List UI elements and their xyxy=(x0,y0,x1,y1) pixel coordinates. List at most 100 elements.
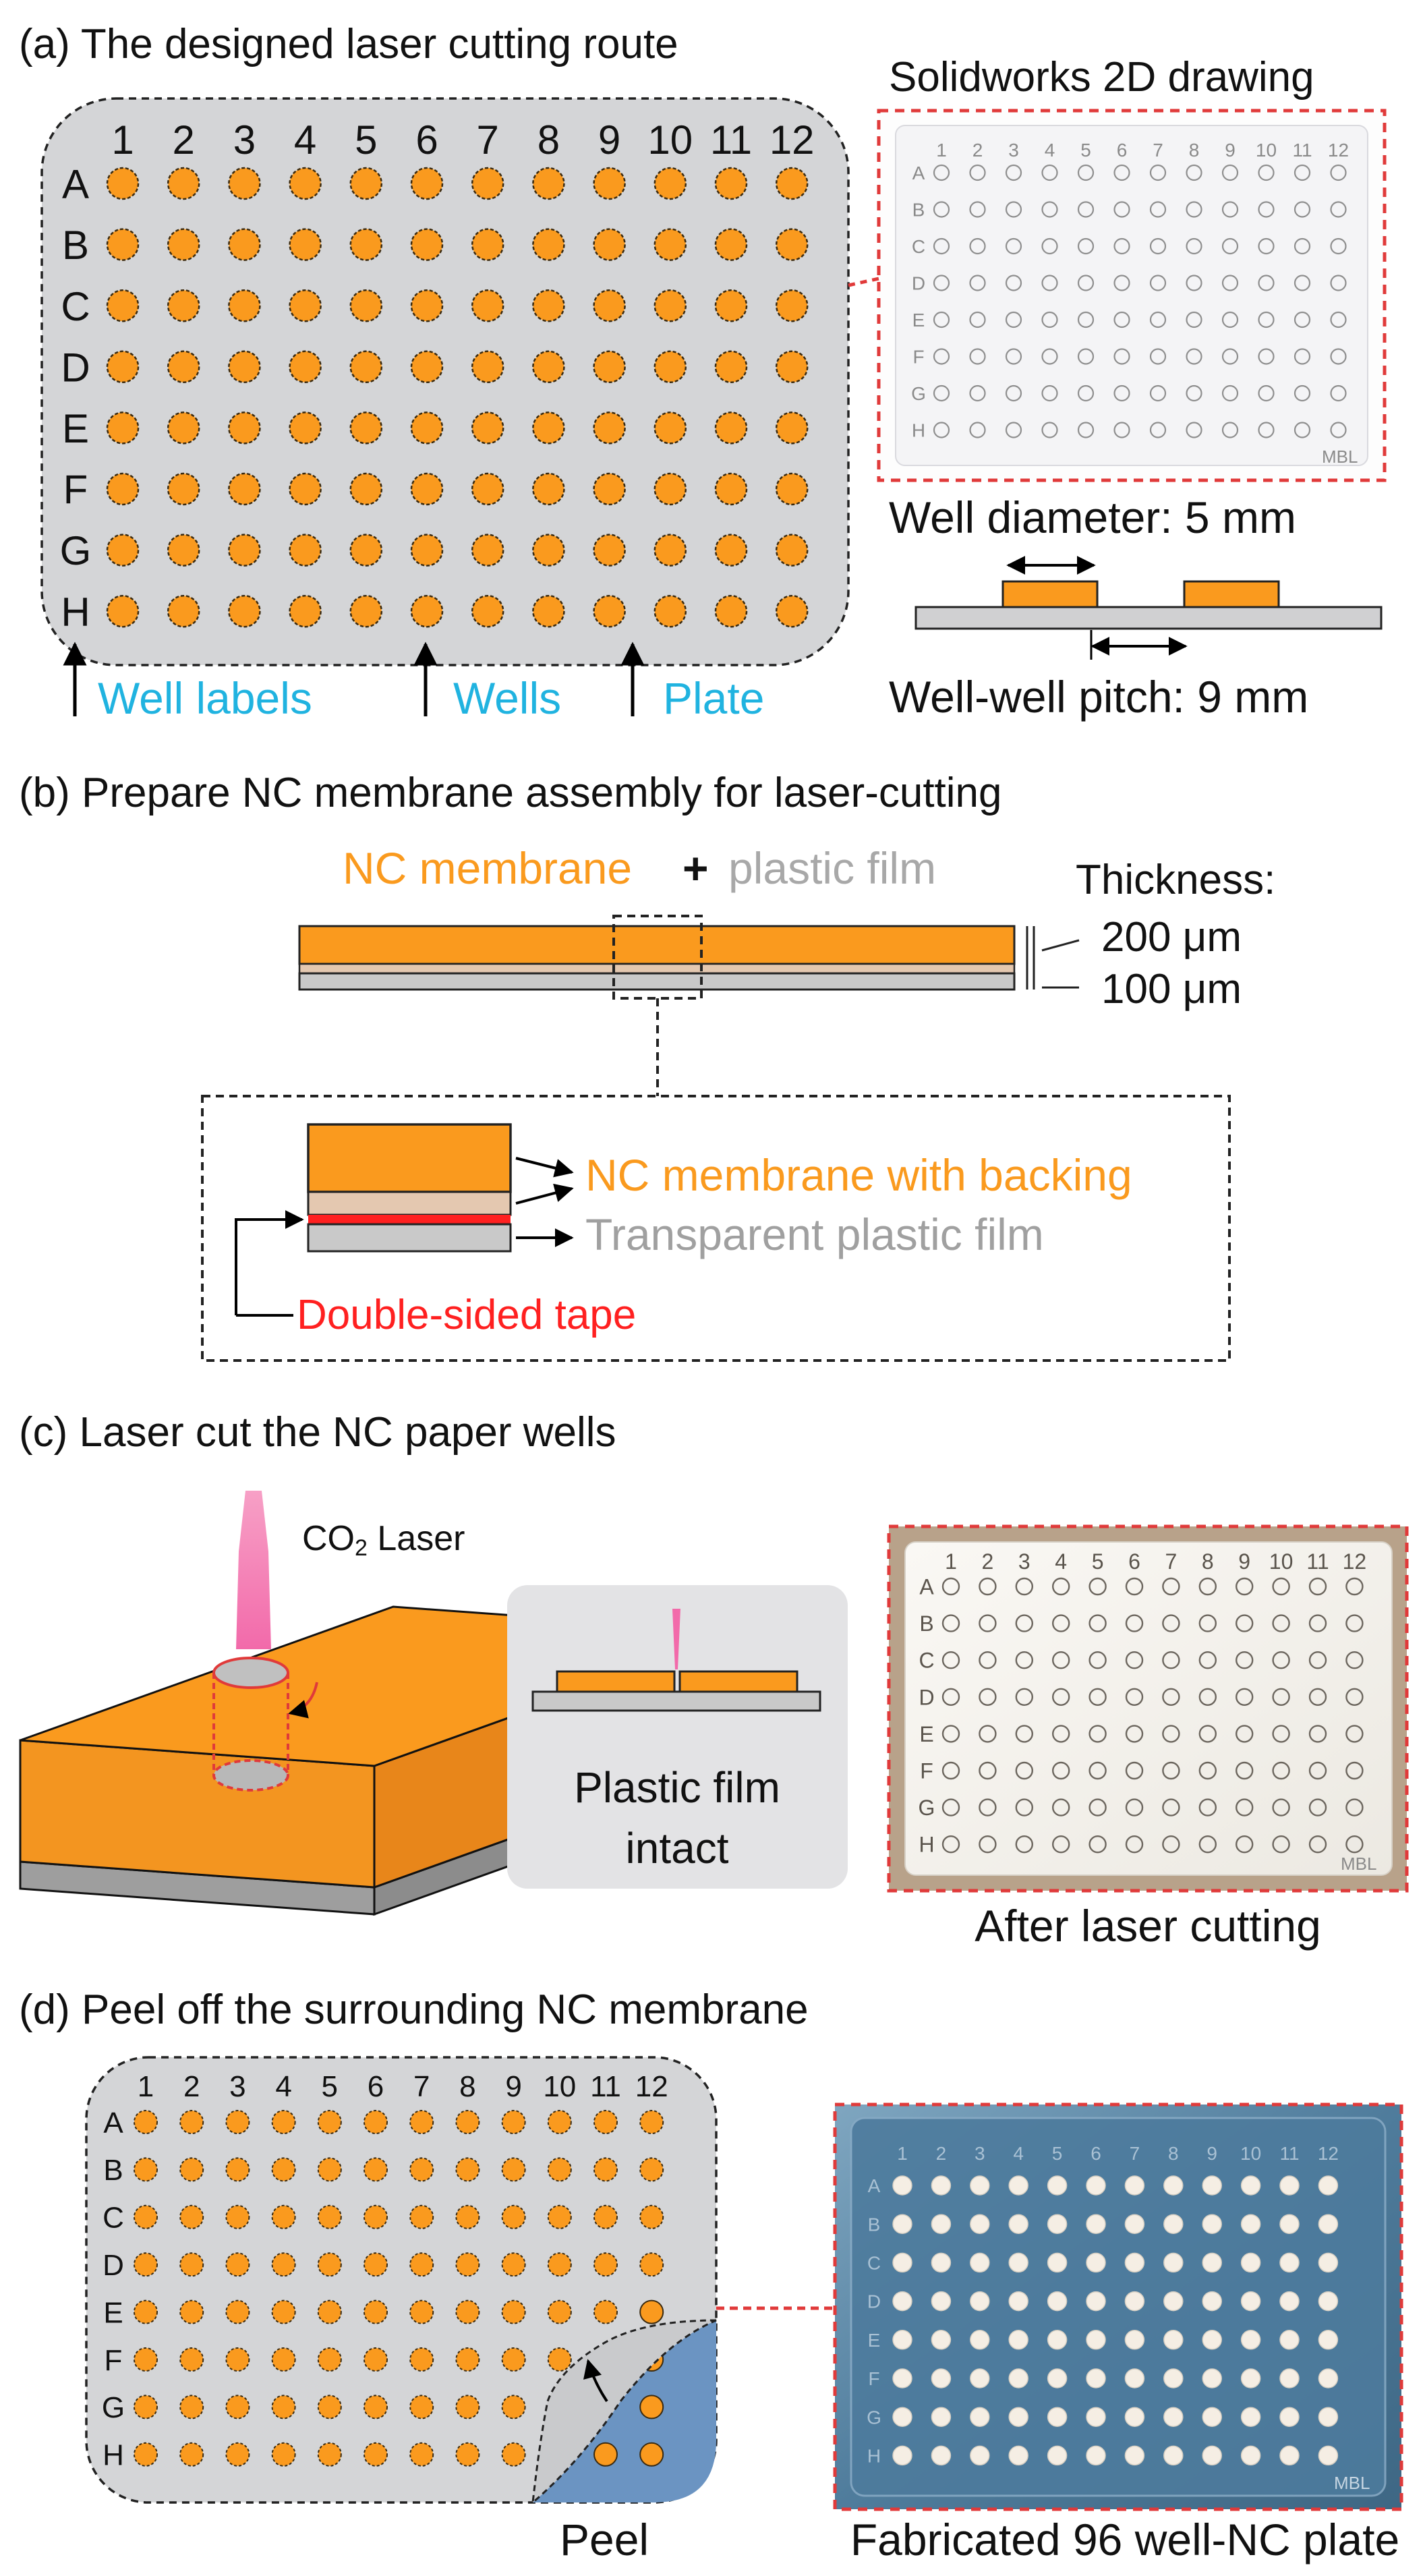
well-F2 xyxy=(979,1761,997,1780)
well-E4 xyxy=(1051,1725,1070,1743)
well-D12 xyxy=(1318,2291,1339,2312)
well-E2 xyxy=(167,411,200,445)
well-B7 xyxy=(1124,2214,1145,2234)
well-A10 xyxy=(1258,164,1275,181)
well-D9 xyxy=(1221,275,1239,291)
well-E1 xyxy=(892,2330,912,2350)
well-C9 xyxy=(501,2204,526,2229)
column-label-9: 9 xyxy=(505,2070,521,2103)
well-H7 xyxy=(1162,1835,1180,1854)
well-C6 xyxy=(1086,2252,1106,2273)
well-H6 xyxy=(410,594,444,628)
well-E9 xyxy=(593,411,626,445)
well-H1 xyxy=(106,594,140,628)
well-C11 xyxy=(714,289,748,322)
well-C7 xyxy=(1149,237,1167,255)
well-B8 xyxy=(1186,201,1202,218)
well-H3 xyxy=(1015,1835,1034,1854)
well-B3 xyxy=(1005,201,1022,218)
well-C7 xyxy=(471,289,504,322)
well-H8 xyxy=(1163,2445,1184,2466)
well-H2 xyxy=(969,422,986,438)
panel-b-title: (b) Prepare NC membrane assembly for las… xyxy=(19,770,1002,816)
well-F8 xyxy=(1198,1761,1217,1780)
well-B1 xyxy=(933,201,950,218)
well-C9 xyxy=(593,289,626,322)
column-label-10: 10 xyxy=(1240,2143,1261,2164)
row-label-H: H xyxy=(61,590,90,635)
well-E11 xyxy=(1294,311,1311,328)
column-label-9: 9 xyxy=(1238,1549,1250,1574)
well-G12 xyxy=(775,534,809,567)
well-F5 xyxy=(349,472,383,506)
well-E10 xyxy=(547,2299,572,2324)
well-F1 xyxy=(134,2347,158,2372)
well-E6 xyxy=(364,2299,388,2324)
well-H6 xyxy=(1086,2445,1106,2466)
row-label-C: C xyxy=(103,2202,124,2235)
well-A10 xyxy=(654,167,687,200)
column-label-3: 3 xyxy=(975,2143,985,2164)
well-C12 xyxy=(1330,237,1347,255)
well-B6 xyxy=(364,2157,388,2182)
well-G10 xyxy=(654,534,687,567)
column-label-8: 8 xyxy=(1202,1549,1214,1574)
well-G11 xyxy=(1294,384,1311,402)
well-exposed-G12 xyxy=(639,2395,664,2420)
well-C1 xyxy=(892,2252,912,2273)
well-D5 xyxy=(1047,2291,1068,2312)
well-A4 xyxy=(1008,2175,1028,2196)
well-F9 xyxy=(1202,2368,1222,2388)
well-F7 xyxy=(1162,1761,1180,1780)
well-E7 xyxy=(1149,311,1167,328)
well-F10 xyxy=(1258,348,1275,365)
well-H5 xyxy=(317,2442,342,2467)
column-label-9: 9 xyxy=(1225,140,1236,161)
well-G4 xyxy=(1051,1798,1070,1816)
well-H10 xyxy=(1258,422,1275,438)
well-E5 xyxy=(349,411,383,445)
well-B1 xyxy=(941,1614,960,1632)
well-F8 xyxy=(1186,348,1202,365)
column-label-1: 1 xyxy=(936,140,947,161)
column-label-7: 7 xyxy=(477,117,499,163)
row-label-G: G xyxy=(102,2391,125,2424)
top-label-film: plastic film xyxy=(728,843,936,893)
well-D1 xyxy=(106,350,140,384)
well-F10 xyxy=(1272,1761,1290,1780)
well-C9 xyxy=(1202,2252,1222,2273)
well-H9 xyxy=(593,594,626,628)
label-plate: Plate xyxy=(663,673,764,723)
well-F3 xyxy=(1005,348,1022,365)
well-E7 xyxy=(1162,1725,1180,1743)
well-F11 xyxy=(714,472,748,506)
well-A6 xyxy=(1113,164,1130,181)
well-A1 xyxy=(933,164,950,181)
well-A9 xyxy=(1202,2175,1222,2196)
column-label-6: 6 xyxy=(1128,1549,1140,1574)
well-E6 xyxy=(1113,311,1130,328)
well-F2 xyxy=(179,2347,204,2372)
well-C3 xyxy=(970,2252,990,2273)
well-D5 xyxy=(349,350,383,384)
well-B11 xyxy=(1294,201,1311,218)
well-H5 xyxy=(349,594,383,628)
well-F4 xyxy=(1008,2368,1028,2388)
column-label-6: 6 xyxy=(1091,2143,1101,2164)
well-E3 xyxy=(970,2330,990,2350)
well-D5 xyxy=(317,2252,342,2277)
well-A12 xyxy=(1318,2175,1339,2196)
well-F12 xyxy=(775,472,809,506)
well-C2 xyxy=(179,2204,204,2229)
well-A6 xyxy=(410,167,444,200)
well-G7 xyxy=(409,2395,434,2420)
well-D2 xyxy=(167,350,200,384)
well-F9 xyxy=(593,472,626,506)
row-label-B: B xyxy=(868,2214,881,2235)
film-intact-membrane-right xyxy=(678,1670,798,1693)
well-C12 xyxy=(775,289,809,322)
well-A11 xyxy=(593,2110,618,2134)
column-label-2: 2 xyxy=(982,1549,994,1574)
well-G11 xyxy=(714,534,748,567)
well-F10 xyxy=(654,472,687,506)
